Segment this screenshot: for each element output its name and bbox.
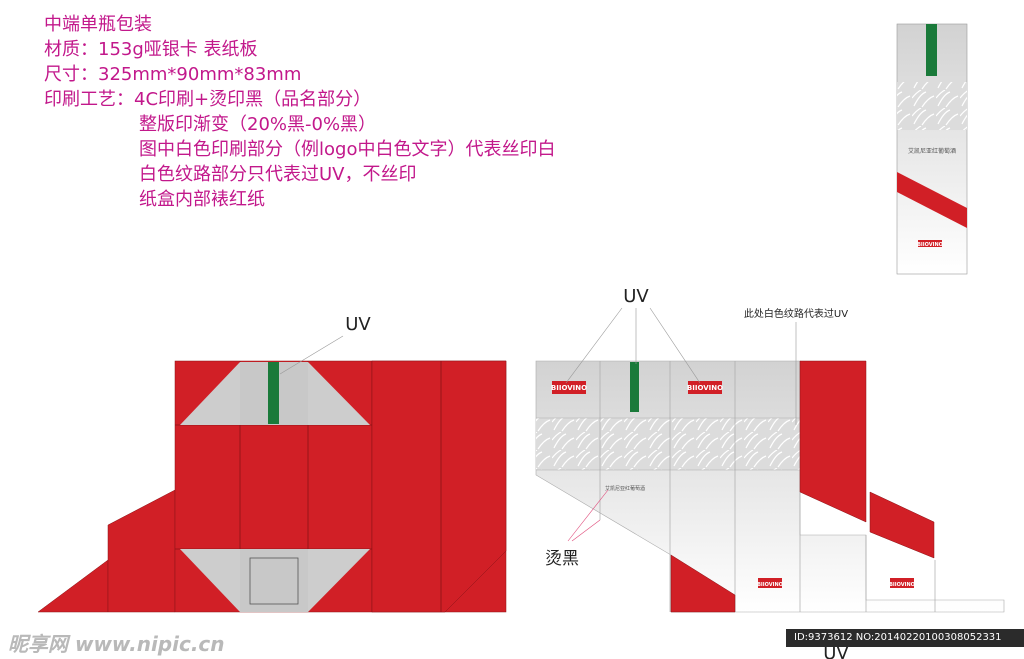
right-logo-1 — [552, 381, 586, 394]
right-dieline: BIIOVINO BIIOVINO BIIOVINO BIIOVINO 艾凯尼亚… — [535, 286, 1005, 659]
right-logo-2-text: BIIOVINO — [687, 384, 723, 392]
preview-logo — [918, 240, 942, 247]
preview-green-band — [926, 24, 937, 76]
left-green-band — [268, 362, 279, 424]
right-red-corner — [670, 554, 736, 613]
right-logo-3 — [758, 578, 782, 588]
uv-label-bottom: UV — [823, 643, 849, 659]
watermark-id-bar: ID:9373612 NO:20140220100308052331 — [786, 629, 1024, 647]
right-product-name: 艾凯尼亚红葡萄酒 — [605, 485, 645, 492]
left-back-panel — [371, 360, 507, 613]
spec-size: 尺寸：325mm*90mm*83mm — [44, 64, 302, 85]
watermark-site: 昵享网 www.nipic.cn — [8, 632, 225, 656]
spec-title: 中端单瓶包装 — [44, 14, 152, 35]
left-bottom-center — [240, 549, 308, 612]
spec-material: 材质：153g哑银卡 表纸板 — [44, 39, 258, 60]
uv-leader-left — [279, 335, 344, 375]
right-uv-texture — [536, 418, 800, 470]
right-logo-2 — [688, 381, 722, 394]
left-bottom-label-box — [249, 557, 299, 605]
uv-label-right: UV — [623, 286, 649, 307]
right-green-band — [630, 362, 639, 412]
preview-uv-texture — [897, 82, 967, 130]
uv-label-left: UV — [345, 314, 371, 335]
spec-white-texture: 白色纹路部分只代表过UV，不丝印 — [139, 164, 417, 185]
left-flap-small — [37, 559, 109, 613]
left-flap-tall — [107, 489, 176, 613]
hot-stamp-label: 烫黑 — [545, 549, 579, 569]
texture-uv-note: 此处白色纹路代表过UV — [744, 307, 848, 320]
right-logo-4 — [890, 578, 914, 588]
right-red-flap — [869, 491, 935, 559]
right-red-panel-top — [799, 360, 867, 523]
right-logo-4-text: BIIOVINO — [889, 582, 915, 588]
side-panel-preview: 艾凯尼亚红葡萄酒 BIIOVINO — [896, 23, 968, 275]
right-logo-1-text: BIIOVINO — [551, 384, 587, 392]
preview-logo-text: BIIOVINO — [917, 242, 943, 248]
preview-product-name: 艾凯尼亚红葡萄酒 — [908, 147, 956, 155]
spec-inner: 纸盒内部裱红纸 — [139, 189, 265, 210]
spec-process: 印刷工艺：4C印刷+烫印黑（品名部分） — [44, 89, 372, 110]
left-dieline: UV — [37, 314, 507, 613]
preview-red-stripe — [897, 172, 967, 228]
spec-text-block: 中端单瓶包装 材质：153g哑银卡 表纸板 尺寸：325mm*90mm*83mm… — [44, 12, 555, 212]
spec-white-print: 图中白色印刷部分（例logo中白色文字）代表丝印白 — [139, 139, 556, 160]
right-logo-3-text: BIIOVINO — [757, 582, 783, 588]
spec-gradient: 整版印渐变（20%黑-0%黑） — [139, 114, 377, 135]
